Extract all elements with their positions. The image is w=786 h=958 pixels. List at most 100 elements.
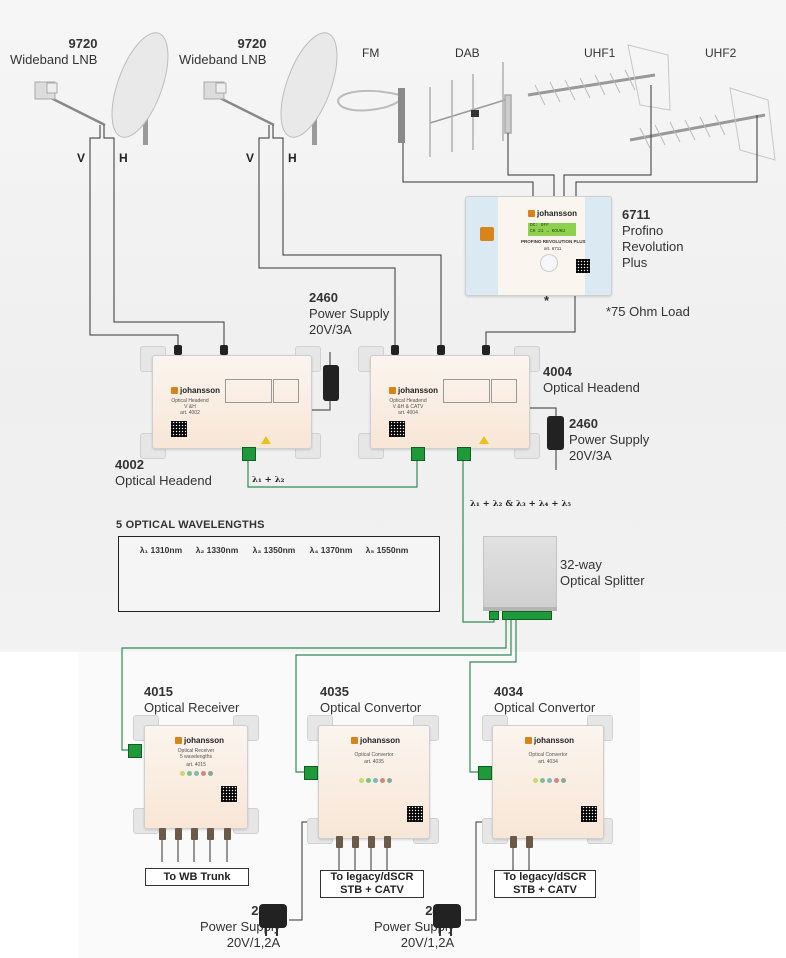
convertor-4034-device: johansson Optical Convertor art. 4034 [492,725,604,839]
satellite-dish-right [203,32,338,145]
qr-code [389,421,405,437]
qr-code [407,806,423,822]
receiver-4015-sub: 5 wavelengths [180,754,212,760]
background-bottom-right [640,652,786,958]
lnb-left-model: 9720 [68,36,98,51]
convertor-4035-model: 4035 [320,684,349,699]
pol-h-left: H [119,151,128,165]
laser-warning-icon [261,436,271,444]
spec-table [225,379,272,403]
link-label-l1-l2: λ₁ + λ₂ [252,475,285,485]
antenna-label-uhf1: UHF1 [584,46,616,60]
headend-4002-model: 4002 [115,457,144,472]
headend-4002-title: Optical Headend [171,398,209,404]
coax-cables [89,85,758,921]
convertor-4035-title: Optical Convertor [354,752,394,758]
psu-bottom-left-rating: 20V/1,2A [226,935,281,950]
uhf1-antenna [527,44,671,111]
headend-4004-sub: V &H & CATV [392,404,424,410]
convertor-4034-brand: johansson [525,736,574,745]
plug-pin [276,928,278,936]
wavelengths-title: 5 OPTICAL WAVELENGTHS [116,519,265,531]
headend-4004-title: Optical Headend [389,398,427,404]
optical-input-connector[interactable] [411,447,425,461]
splitter-input-port[interactable] [489,611,499,620]
headend-4002-device: johansson Optical Headend V &H art. 4002 [152,355,312,449]
psu-bottom-right-rating: 20V/1,2A [400,935,455,950]
headend-4002-sub: V &H [184,404,196,410]
wavelength-leds [180,771,213,776]
output-text: To WB Trunk [163,870,231,883]
profino-name-3: Plus [622,255,648,270]
output-line-1: To legacy/dSCR [503,871,587,883]
coax-output [175,828,182,840]
convertor-4034-label: 4034 Optical Convertor [494,684,595,716]
psu-right-rating: 20V/3A [569,448,612,463]
coax-output [510,836,517,848]
f-connector [174,345,182,355]
plug-pin [265,928,267,936]
optical-input-connector[interactable] [478,766,492,780]
splitter-line-2: Optical Splitter [560,573,645,588]
convertor-4035-name: Optical Convertor [320,700,422,715]
coax-output [352,836,359,848]
spec-table [491,379,517,403]
power-supply-icon [547,416,564,450]
psu-top-label: 2460 Power Supply 20V/3A [309,290,389,338]
f-connector [391,345,399,355]
splitter-port-strip [483,607,557,611]
pol-v-left: V [77,151,86,165]
profino-knob[interactable] [540,254,558,272]
psu-right-label: 2460 Power Supply 20V/3A [569,416,649,464]
antenna-label-fm: FM [362,46,380,60]
wavelength-leds [359,778,392,783]
headend-4004-name: Optical Headend [543,380,640,395]
coax-output [336,836,343,848]
profino-display: DC: OFF CH 21 → KOUKU [528,223,576,236]
optical-input-connector[interactable] [128,744,142,758]
optical-input-connector[interactable] [304,766,318,780]
load-note: *75 Ohm Load [606,304,690,319]
psu-top-name: Power Supply [309,306,390,321]
optical-output-connector[interactable] [242,447,256,461]
output-label-wb-trunk: To WB Trunk [145,868,249,886]
background-bottom-left [0,652,78,958]
pol-h-right: H [288,151,297,165]
optical-output-connector[interactable] [457,447,471,461]
plug-pin [450,928,452,936]
spec-table [443,379,490,403]
wavelength-label: λ₄ 1370nm [309,545,353,555]
wavelength-leds [533,778,566,783]
wavelength-label: λ₂ 1330nm [195,545,239,555]
headend-4004-brand: johansson [389,386,438,395]
lnb-right-model: 9720 [237,36,267,51]
f-connector [220,345,228,355]
receiver-4015-label: 4015 Optical Receiver [144,684,239,716]
antenna-label-dab: DAB [455,46,480,60]
spec-table [273,379,299,403]
profino-brand: johansson [528,209,577,218]
convertor-4035-brand: johansson [351,736,400,745]
output-line-2: STB + CATV [513,884,577,896]
profino-model: 6711 [622,207,651,222]
coax-output [207,828,214,840]
psu-right-name: Power Supply [569,432,650,447]
receiver-4015-name: Optical Receiver [144,700,240,715]
splitter-output-ports[interactable] [502,611,552,620]
lnb-right-label: 9720 Wideband LNB [179,36,266,68]
pol-v-right: V [246,151,255,165]
psu-right-model: 2460 [569,416,598,431]
psu-top-rating: 20V/3A [309,322,352,337]
headend-4004-art: art. 4004 [398,410,418,416]
fm-antenna [337,88,405,143]
output-label-legacy-4035: To legacy/dSCR STB + CATV [320,870,424,898]
power-supply-icon [323,365,339,401]
splitter-line-1: 32-way [560,557,602,572]
wavelength-label: λ₅ 1550nm [365,545,409,555]
headend-4002-art: art. 4002 [180,410,200,416]
coax-output [159,828,166,840]
link-label-all: λ₁ + λ₂ & λ₃ + λ₄ + λ₅ [470,499,572,509]
antenna-label-uhf2: UHF2 [705,46,737,60]
coax-output [384,836,391,848]
